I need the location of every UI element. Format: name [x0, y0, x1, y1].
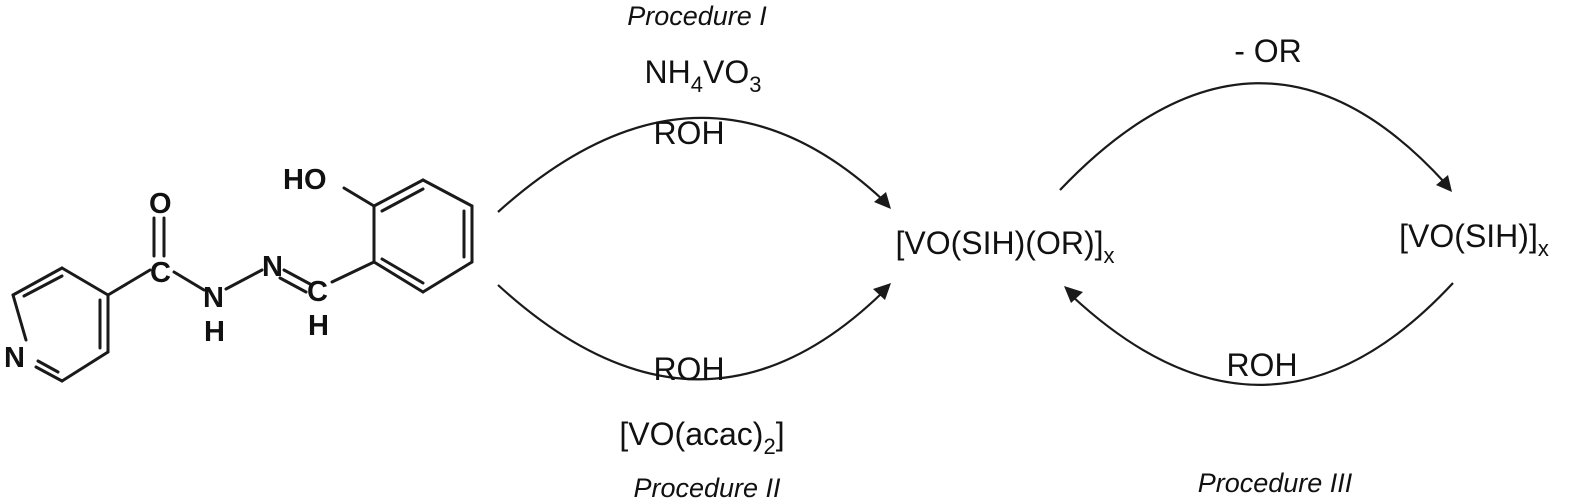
imine-double-bond-b — [278, 276, 308, 294]
amide-hydrogen-label: H — [204, 316, 225, 348]
imine-hydrogen-label: H — [308, 310, 329, 342]
ring-carbonyl-bond — [106, 268, 152, 297]
amide-bond — [172, 270, 206, 292]
arrow-procedure-one — [497, 116, 891, 213]
procedure-three-loss: - OR — [1234, 33, 1302, 69]
hydroxyl-bond — [342, 186, 376, 208]
amide-nitrogen-label: N — [203, 282, 224, 314]
reagent-nh-part: NH — [645, 54, 691, 90]
benzene-ring — [372, 178, 474, 294]
imine-double-bond-a — [282, 268, 312, 286]
procedure-one-title: Procedure I — [627, 1, 767, 31]
imine-carbon-label: C — [307, 276, 328, 308]
reagent-sub-three: 3 — [749, 72, 761, 97]
procedure-two-solvent: ROH — [653, 351, 724, 387]
alkoxo-complex: [VO(SIH)(OR)]x — [896, 225, 1115, 268]
bare-complex-formula: [VO(SIH)] — [1399, 218, 1538, 254]
procedure-one-solvent: ROH — [653, 115, 724, 151]
procedure-one-reagent: NH4VO3 — [645, 54, 762, 97]
reagent-sub-two: 2 — [763, 434, 775, 459]
arrow-procedure-two — [497, 283, 891, 381]
carbonyl-oxygen-label: O — [149, 188, 172, 220]
arrow-add-alcohol — [1064, 282, 1454, 386]
hydroxyl-label: HO — [283, 164, 327, 196]
pyridine-ring — [11, 266, 110, 383]
imine-aryl-bond — [330, 260, 376, 284]
hydrazine-bond — [224, 268, 264, 291]
ligand-structure: N O C N H N C H HO — [4, 164, 474, 383]
alkoxo-complex-formula: [VO(SIH)(OR)] — [896, 225, 1104, 261]
procedure-two-title: Procedure II — [633, 473, 781, 503]
reagent-vo-part: VO — [703, 54, 749, 90]
reagent-vo-acac: [VO(acac) — [619, 416, 763, 452]
procedure-two-reagent: [VO(acac)2] — [619, 416, 784, 459]
imine-nitrogen-label: N — [262, 251, 283, 283]
bare-complex-subscript: x — [1538, 236, 1549, 261]
procedure-three-title: Procedure III — [1198, 468, 1353, 498]
arrow-loss-alkoxide — [1059, 82, 1452, 192]
reagent-bracket: ] — [776, 416, 785, 452]
reagent-sub-four: 4 — [691, 72, 703, 97]
bare-complex: [VO(SIH)]x — [1399, 218, 1549, 261]
pyridine-nitrogen-label: N — [4, 342, 25, 374]
carbonyl-carbon-label: C — [150, 257, 171, 289]
procedure-three-solvent: ROH — [1226, 347, 1297, 383]
alkoxo-complex-subscript: x — [1103, 243, 1114, 268]
